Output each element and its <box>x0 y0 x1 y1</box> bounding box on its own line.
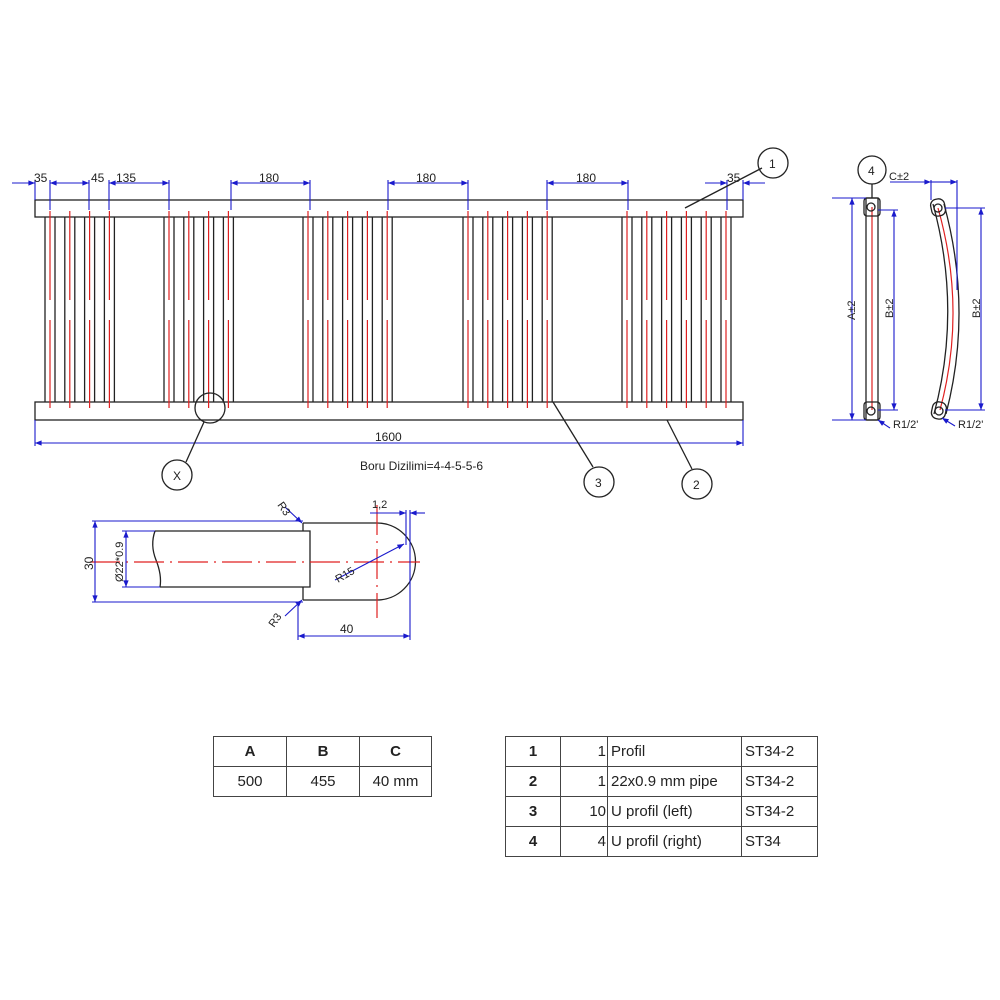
radiator-tube <box>222 211 235 408</box>
radiator-tube <box>521 211 534 408</box>
dim-180-1: 180 <box>259 171 279 185</box>
value-c: 40 mm <box>359 766 432 797</box>
radiator-tube <box>482 211 494 408</box>
radiator-tube <box>501 211 514 408</box>
part-qty: 10 <box>560 796 608 827</box>
value-a: 500 <box>213 766 287 797</box>
dim-wall: 1,2 <box>372 499 387 511</box>
radiator-tube <box>322 211 334 408</box>
dim-a: A±2 <box>846 301 858 321</box>
dim-180-3: 180 <box>576 171 596 185</box>
side-view: 4 A±2 B±2 R1/2' C±2 B±2 R1/2' <box>832 155 985 431</box>
part-material: ST34-2 <box>741 796 818 827</box>
callout-2 <box>681 468 713 500</box>
dim-35-left: 35 <box>34 171 48 185</box>
part-qty: 1 <box>560 736 608 767</box>
radiator-tube <box>541 211 553 408</box>
callout-1 <box>757 147 789 179</box>
part-name: U profil (left) <box>607 796 742 827</box>
dim-1600: 1600 <box>375 430 402 444</box>
value-b: 455 <box>286 766 360 797</box>
radiator-tube <box>660 211 673 408</box>
part-no: 2 <box>505 766 561 797</box>
part-name: U profil (right) <box>607 826 742 857</box>
dim-pipe: Ø22*0.9 <box>114 542 126 582</box>
radiator-tube <box>302 211 314 408</box>
callout-x <box>161 459 193 491</box>
part-material: ST34 <box>741 826 818 857</box>
radiator-tube <box>202 211 215 408</box>
part-qty: 1 <box>560 766 608 797</box>
top-dimensions: 35 45 135 180 180 180 35 <box>12 171 765 210</box>
radiator-tube <box>361 211 374 408</box>
radiator-tube <box>341 211 354 408</box>
part-material: ST34-2 <box>741 766 818 797</box>
tube-arrangement-note: Boru Dizilimi=4-4-5-5-6 <box>360 459 483 473</box>
callout-2-label: 2 <box>693 478 700 492</box>
radiator-tube <box>163 211 175 408</box>
radiator-tube <box>641 211 653 408</box>
bottom-header-profile <box>34 401 744 421</box>
dim-45: 45 <box>91 171 105 185</box>
part-name: 22x0.9 mm pipe <box>607 766 742 797</box>
dim-40: 40 <box>340 622 354 636</box>
radiator-tube <box>64 211 76 408</box>
part-qty: 4 <box>560 826 608 857</box>
dim-c: C±2 <box>889 171 909 183</box>
bottom-bracket <box>863 401 881 421</box>
part-no: 4 <box>505 826 561 857</box>
header-c: C <box>359 736 432 767</box>
radiator-tube <box>83 211 96 408</box>
radiator-tube <box>462 211 474 408</box>
thread-right: R1/2' <box>958 419 983 431</box>
radius-r3-bottom: R3 <box>267 611 285 629</box>
dim-b-left: B±2 <box>884 299 896 319</box>
callout-3-label: 3 <box>595 476 602 490</box>
radius-r3-top: R3 <box>275 500 293 518</box>
callout-4-label: 4 <box>868 164 875 178</box>
radius-r15: R15 <box>334 565 357 585</box>
radiator-tube <box>700 211 712 408</box>
callout-x-label: X <box>173 469 181 483</box>
part-name: Profil <box>607 736 742 767</box>
thread-left: R1/2' <box>893 419 918 431</box>
detail-marker-circle <box>194 392 226 424</box>
radiator-tube <box>680 211 693 408</box>
size-table: A B C 500 455 40 mm <box>213 736 432 797</box>
radiator-tube <box>720 211 732 408</box>
part-no: 1 <box>505 736 561 767</box>
dim-b-right: B±2 <box>971 299 983 319</box>
radiator-tube <box>103 211 116 408</box>
dim-180-2: 180 <box>416 171 436 185</box>
radiator-tube <box>621 211 633 408</box>
detail-view-x: 30 Ø22*0.9 R3 R3 R15 1,2 40 <box>82 499 425 640</box>
radiator-tube <box>44 211 56 408</box>
radiator-tube <box>183 211 195 408</box>
dim-30: 30 <box>82 556 96 570</box>
header-b: B <box>286 736 360 767</box>
radiator-tube <box>381 211 393 408</box>
front-view: 35 45 135 180 180 180 35 1600 Boru Dizil… <box>12 147 789 500</box>
part-no: 3 <box>505 796 561 827</box>
callout-3 <box>583 466 615 498</box>
header-a: A <box>213 736 287 767</box>
dim-135: 135 <box>116 171 136 185</box>
callout-1-label: 1 <box>769 157 776 171</box>
part-material: ST34-2 <box>741 736 818 767</box>
top-header-profile <box>34 199 744 218</box>
tube-set <box>44 211 732 408</box>
